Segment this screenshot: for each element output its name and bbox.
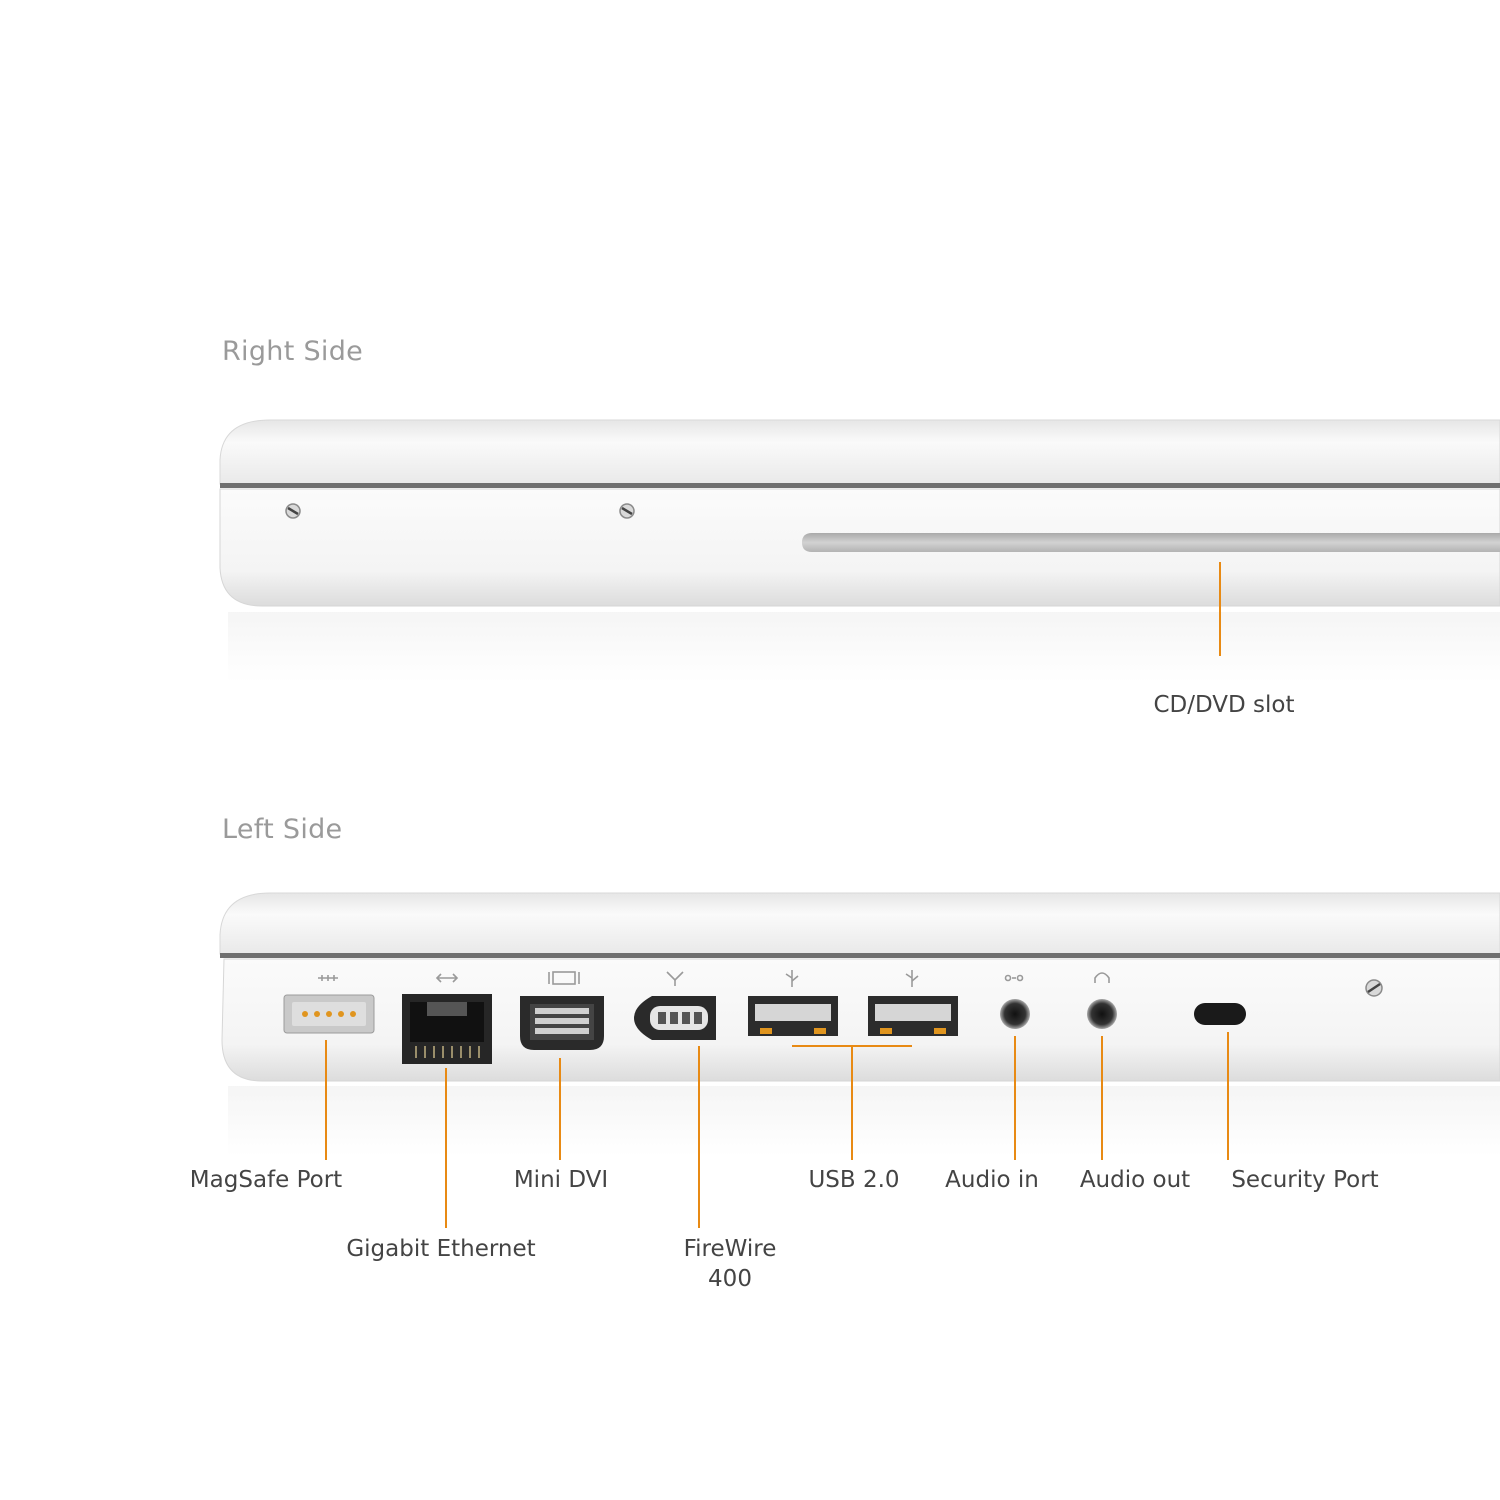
security-port-leader (1227, 1032, 1229, 1160)
audio-in-icon (1004, 974, 1024, 982)
audio-out-opening (1087, 999, 1117, 1029)
usb-2-leader (851, 1045, 853, 1160)
magsafe-port-opening (283, 994, 375, 1034)
left-side-title: Left Side (222, 814, 343, 845)
mini-dvi-label: Mini DVI (513, 1167, 609, 1193)
right-side-title: Right Side (222, 336, 364, 367)
firewire-icon (666, 971, 684, 986)
gigabit-ethernet-opening (402, 994, 492, 1064)
screw-icon (1365, 979, 1383, 997)
cd-dvd-slot-label: CD/DVD slot (1153, 692, 1295, 718)
usb-icon (905, 970, 919, 987)
security-port-opening (1194, 1003, 1246, 1025)
usb-2-label: USB 2.0 (808, 1167, 900, 1193)
audio-in-opening (1000, 999, 1030, 1029)
magsafe-port-leader (325, 1040, 327, 1160)
cd-dvd-slot-opening (802, 533, 1500, 552)
screw-icon (285, 503, 301, 519)
gigabit-ethernet-leader (445, 1068, 447, 1228)
audio-out-leader (1101, 1036, 1103, 1160)
left-side-laptop (219, 892, 1500, 1156)
firewire-400-label: FireWire 400 (684, 1234, 777, 1294)
mini-dvi-opening (520, 996, 604, 1050)
audio-in-leader (1014, 1036, 1016, 1160)
gigabit-ethernet-label: Gigabit Ethernet (346, 1236, 536, 1262)
audio-out-label: Audio out (1079, 1167, 1191, 1193)
audio-in-label: Audio in (945, 1167, 1039, 1193)
magsafe-icon (318, 975, 338, 981)
firewire-400-opening (634, 996, 716, 1040)
cd-dvd-slot-leader (1219, 562, 1221, 656)
usb-icon (785, 970, 799, 987)
headphone-icon (1094, 972, 1110, 983)
right-side-laptop (219, 419, 1500, 682)
display-icon (548, 971, 580, 985)
firewire-400-label-line1: FireWire (683, 1236, 777, 1262)
magsafe-port-label: MagSafe Port (189, 1167, 343, 1193)
ethernet-icon (435, 973, 459, 983)
screw-icon (619, 503, 635, 519)
usb-port-1-opening (748, 996, 838, 1036)
usb-port-2-opening (868, 996, 958, 1036)
firewire-400-label-line2: 400 (708, 1266, 752, 1292)
firewire-400-leader (698, 1046, 700, 1228)
security-port-label: Security Port (1231, 1167, 1379, 1193)
mini-dvi-leader (559, 1058, 561, 1160)
